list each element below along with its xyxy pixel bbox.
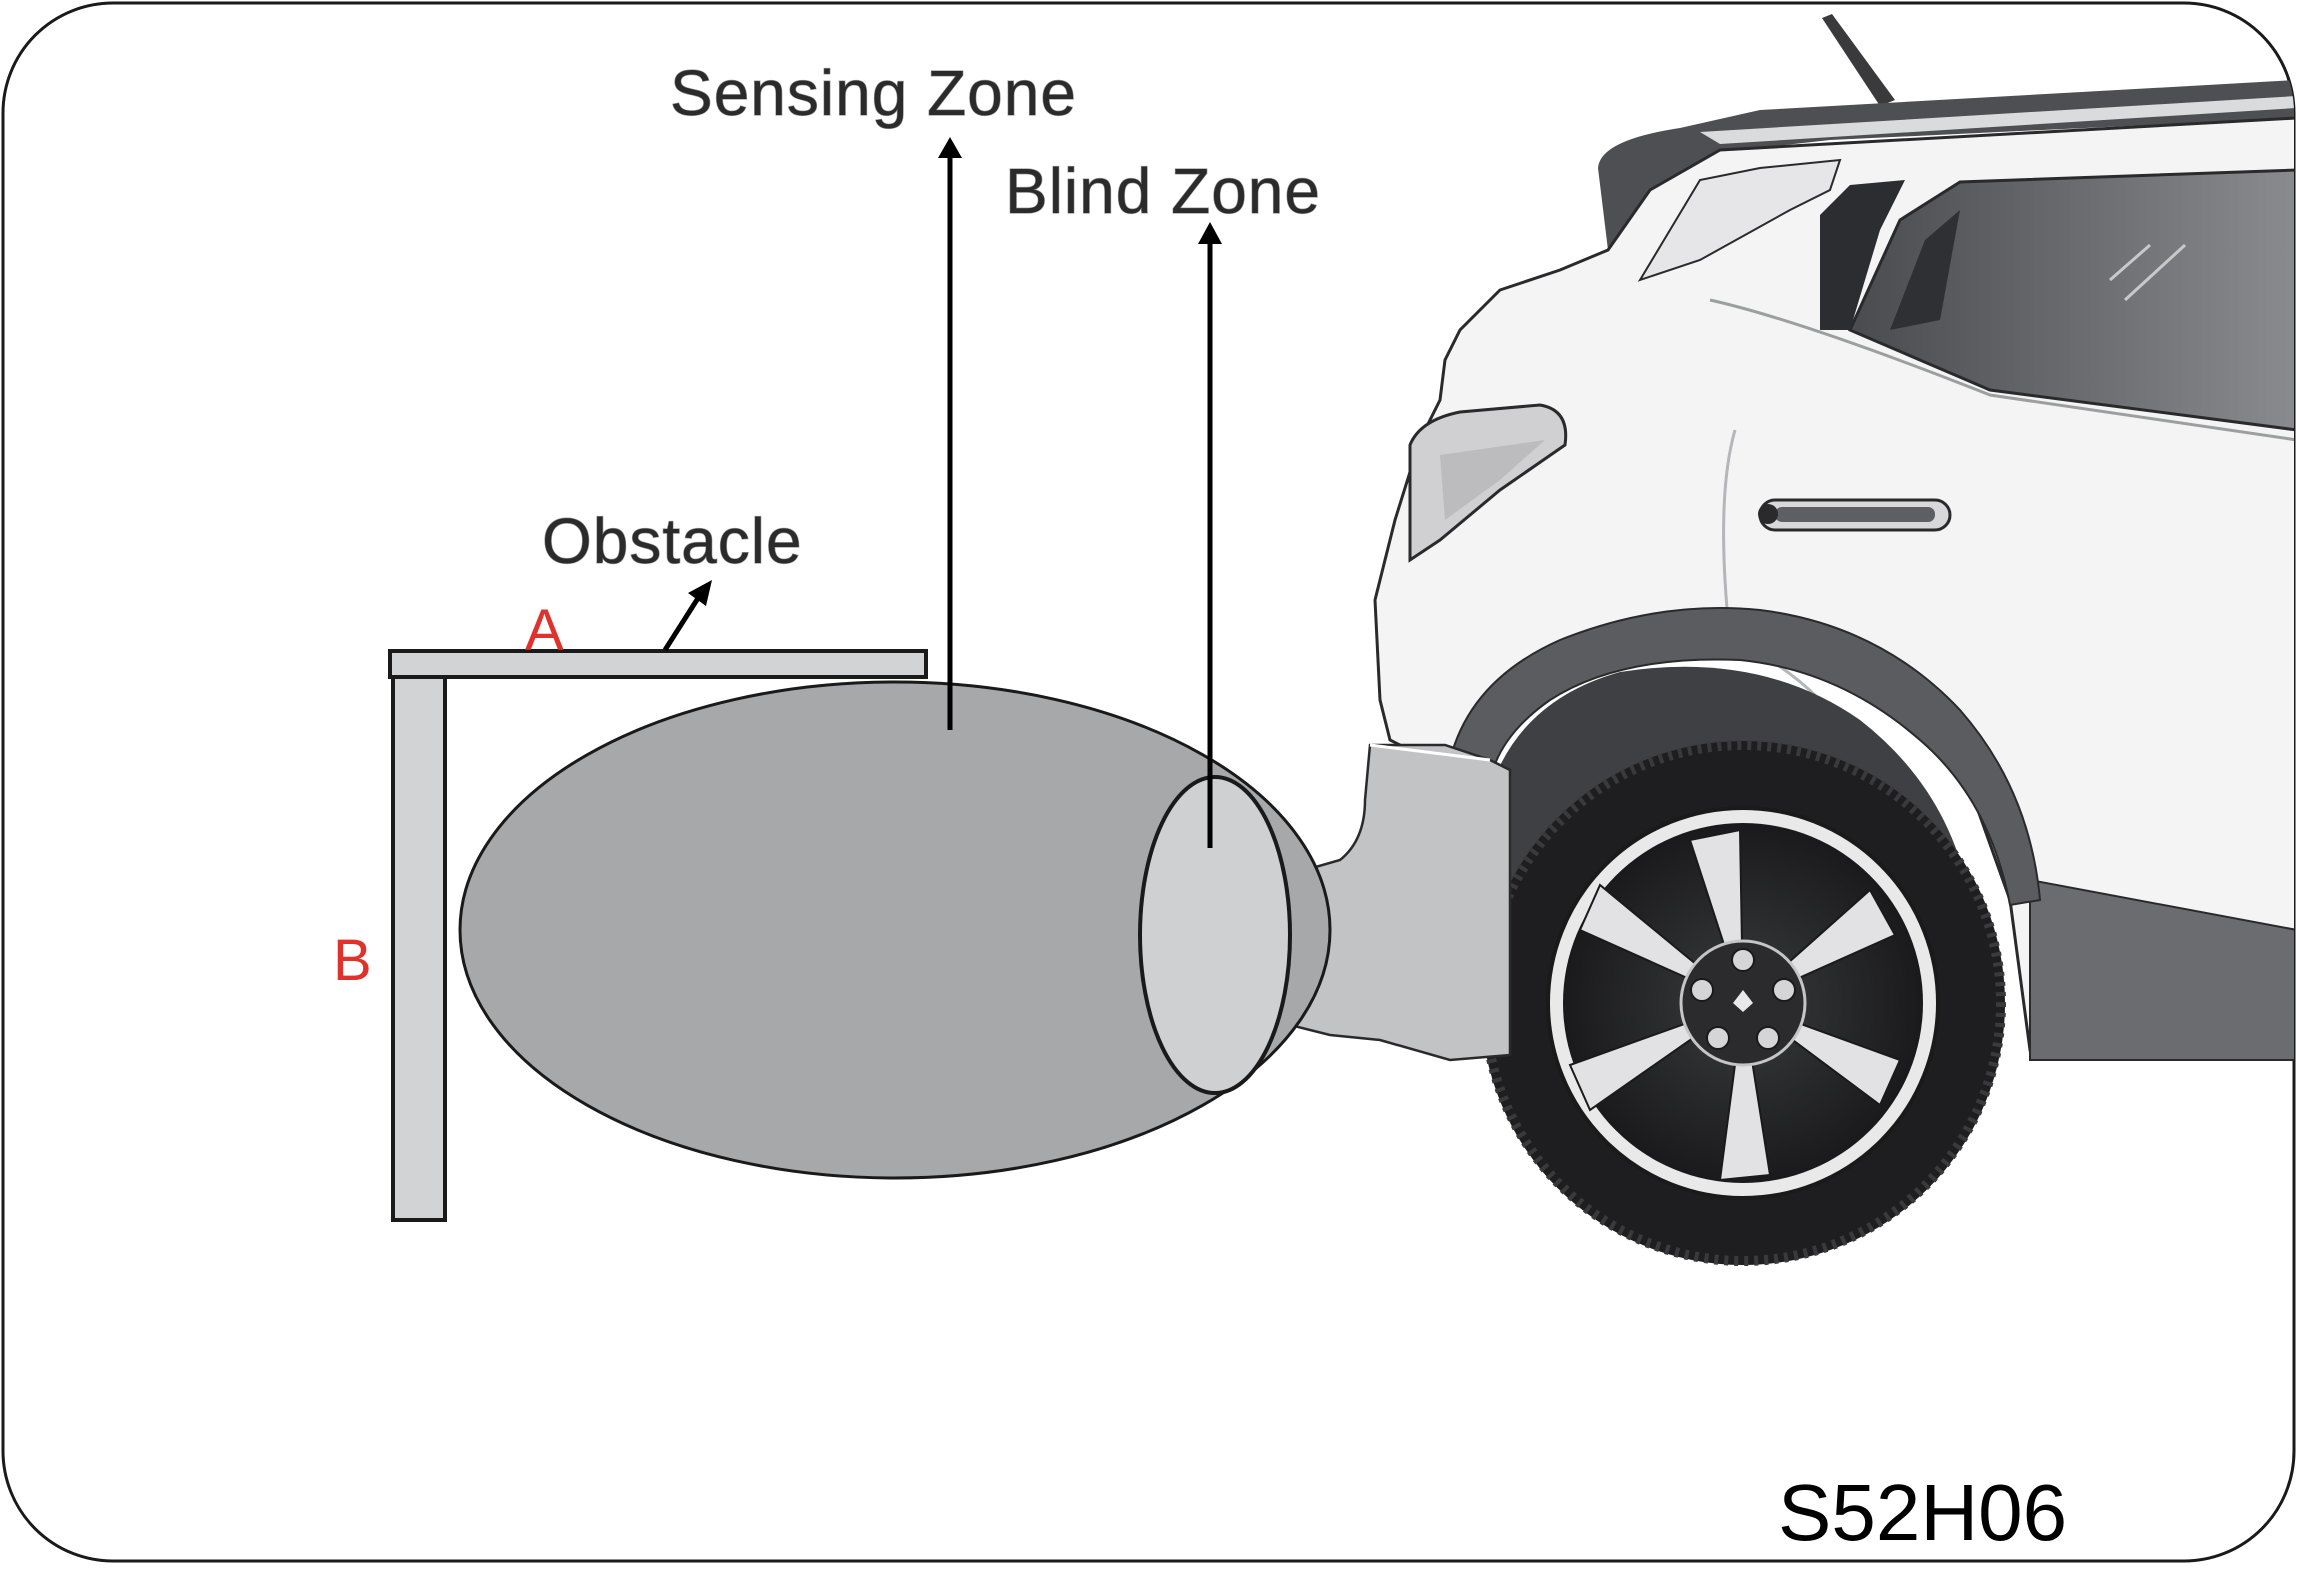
- sensing-zone-ellipse: [458, 680, 1332, 1180]
- obstacle-edge-b: [391, 675, 447, 1222]
- car-rocker-trim: [2029, 878, 2294, 1061]
- figure-code: S52H06: [1778, 1468, 2067, 1557]
- obstacle-arrow: [662, 580, 712, 652]
- car-spoiler: [1598, 80, 2294, 260]
- edge-b-label: B: [333, 928, 372, 993]
- car-rear-wheel: [1480, 740, 2006, 1266]
- car-door-handle: [1758, 498, 1952, 532]
- car-wheel-arch: [1448, 607, 2042, 907]
- blind-zone-arrow: [1198, 222, 1222, 848]
- obstacle-label: Obstacle: [542, 505, 803, 577]
- car-side-window: [1848, 168, 2294, 432]
- obstacle-edge-a: [388, 649, 928, 679]
- sensing-zone-arrow: [938, 137, 962, 730]
- car-illustration: [1288, 14, 2294, 1266]
- blind-zone-ellipse: [1138, 775, 1292, 1095]
- edge-a-label: A: [525, 598, 564, 663]
- sensing-zone-label: Sensing Zone: [670, 57, 1077, 129]
- car-rear-glass: [1637, 158, 1842, 282]
- obstacle-shape: [388, 649, 928, 1222]
- blind-zone-label: Blind Zone: [1005, 155, 1321, 227]
- car-antenna: [1822, 14, 1895, 106]
